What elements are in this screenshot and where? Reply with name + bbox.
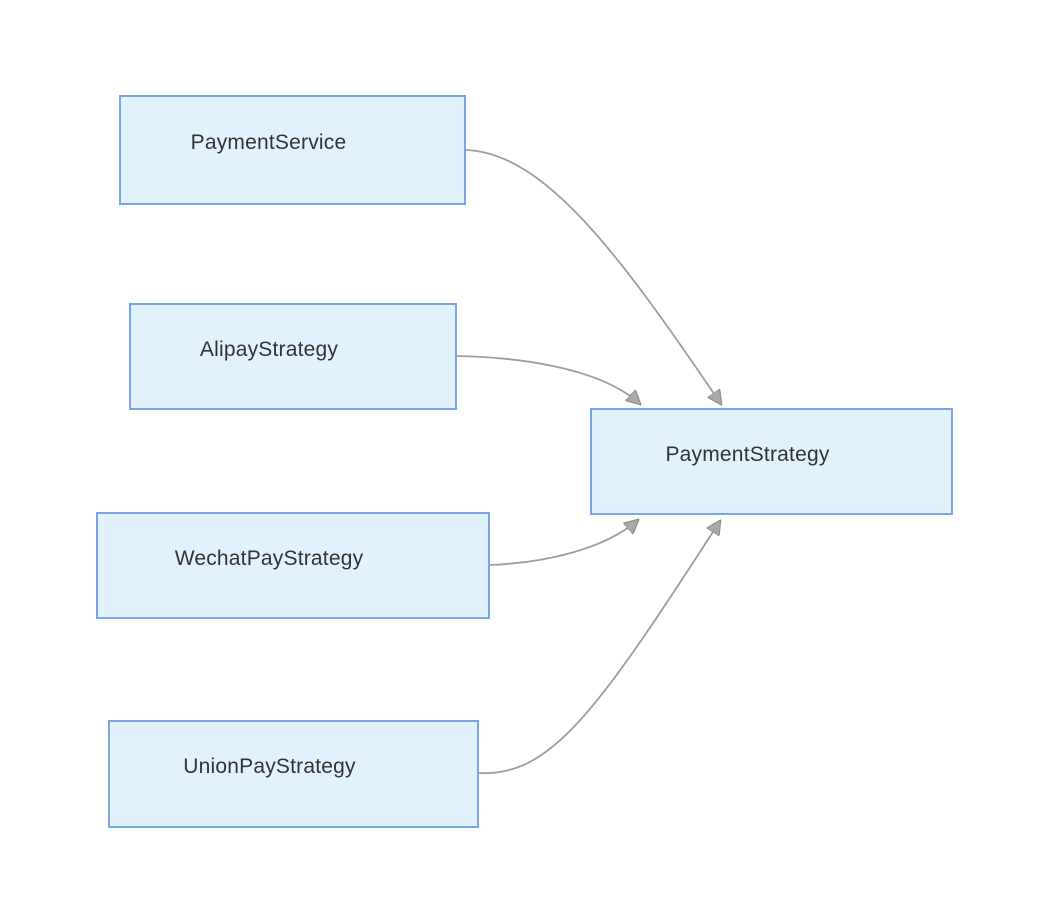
node-wechatpay-strategy: WechatPayStrategy xyxy=(96,512,490,619)
node-payment-strategy-label: PaymentStrategy xyxy=(665,442,830,466)
node-alipay-strategy: AlipayStrategy xyxy=(129,303,457,410)
edge-wechatpaystrategy-to-paymentstrategy xyxy=(488,520,638,566)
node-payment-strategy: PaymentStrategy xyxy=(590,408,953,515)
edge-paymentservice-to-paymentstrategy xyxy=(465,149,721,404)
node-unionpay-strategy-label: UnionPayStrategy xyxy=(183,755,356,778)
edge-alipaystrategy-to-paymentstrategy xyxy=(455,355,640,404)
node-unionpay-strategy: UnionPayStrategy xyxy=(108,720,479,828)
node-alipay-strategy-label: AlipayStrategy xyxy=(199,337,339,361)
edge-unionpaystrategy-to-paymentstrategy xyxy=(477,521,720,774)
node-payment-service: PaymentService xyxy=(119,95,466,205)
node-wechatpay-strategy-label: WechatPayStrategy xyxy=(174,546,364,570)
node-payment-service-label: PaymentService xyxy=(190,131,347,154)
